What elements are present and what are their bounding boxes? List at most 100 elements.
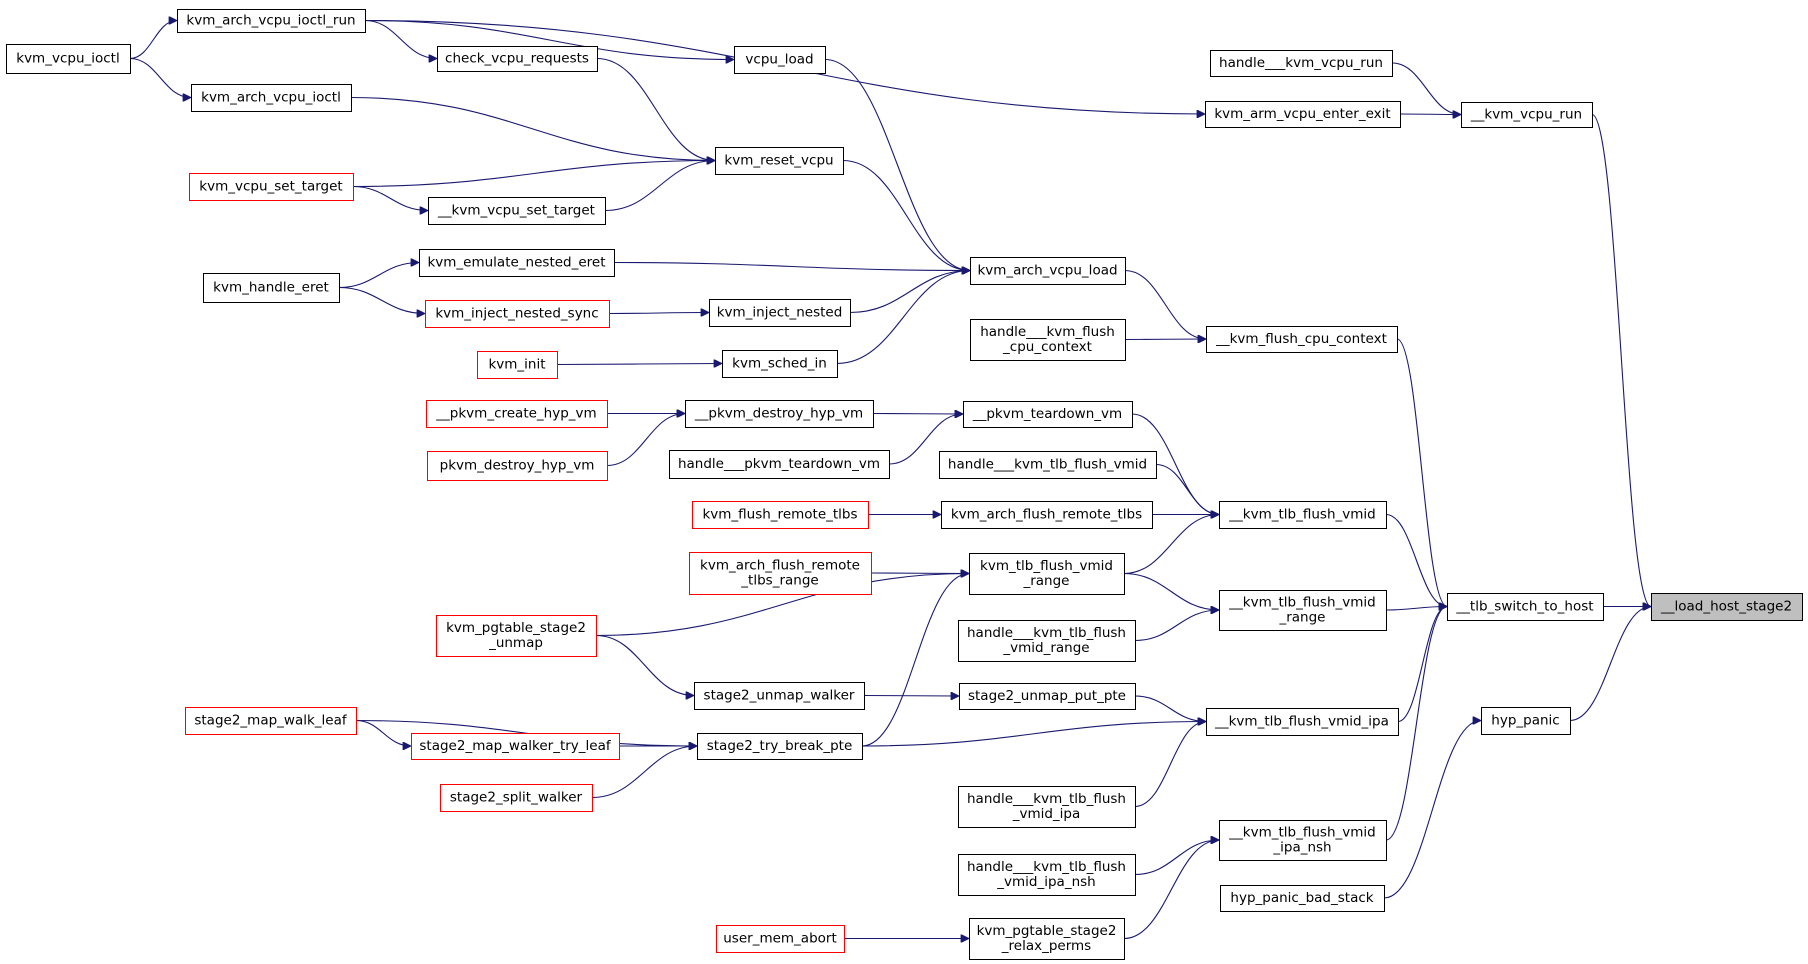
node-label: _tlbs_range (740, 573, 818, 589)
node-label: check_vcpu_requests (445, 51, 589, 67)
node-handle-kvm-tlb-flush-vmid-range[interactable]: handle___kvm_tlb_flush_vmid_range (958, 620, 1136, 662)
node-label: _range (1278, 610, 1325, 626)
node-kvm-tlb-flush-vmid-range[interactable]: kvm_tlb_flush_vmid_range (969, 553, 1125, 595)
edge-kvm-sched-in-to-kvm-arch-vcpu-load (836, 271, 970, 365)
node-kvm-vcpu-ioctl[interactable]: kvm_vcpu_ioctl (6, 44, 131, 74)
node-label: kvm_inject_nested_sync (435, 306, 598, 322)
node-box (436, 615, 597, 657)
node-kvm-vcpu-run[interactable]: __kvm_vcpu_run (1461, 102, 1593, 128)
node-hyp-panic-bad-stack[interactable]: hyp_panic_bad_stack (1220, 885, 1385, 912)
node-stage2-unmap-put-pte[interactable]: stage2_unmap_put_pte (959, 683, 1136, 710)
node-kvm-tlb-flush-vmid-ipa-nsh[interactable]: __kvm_tlb_flush_vmid_ipa_nsh (1219, 820, 1387, 861)
edges-layer (129, 21, 1651, 939)
node-label: hyp_panic_bad_stack (1230, 890, 1373, 906)
node-kvm-emulate-nested-eret[interactable]: kvm_emulate_nested_eret (419, 249, 615, 277)
node-kvm-vcpu-set-target[interactable]: kvm_vcpu_set_target (189, 173, 354, 201)
edge-stage2-unmap-walker-to-stage2-unmap-put-pte (863, 696, 959, 697)
edge-kvm-emulate-nested-eret-to-kvm-arch-vcpu-load (613, 261, 970, 271)
node-check-vcpu-requests[interactable]: check_vcpu_requests (437, 46, 598, 72)
node-kvm-reset-vcpu[interactable]: kvm_reset_vcpu (715, 147, 844, 175)
node-kvm-arch-vcpu-ioctl[interactable]: kvm_arch_vcpu_ioctl (191, 84, 352, 112)
node-load-host-stage2[interactable]: __load_host_stage2 (1651, 593, 1803, 621)
node-tlb-switch-to-host[interactable]: __tlb_switch_to_host (1447, 593, 1604, 621)
node-kvm-flush-remote-tlbs[interactable]: kvm_flush_remote_tlbs (692, 501, 869, 529)
node-box (689, 552, 872, 595)
node-kvm-inject-nested[interactable]: kvm_inject_nested (709, 299, 851, 327)
node-pkvm-create-hyp-vm[interactable]: __pkvm_create_hyp_vm (426, 400, 608, 428)
node-box (203, 273, 340, 303)
node-label: stage2_map_walker_try_leaf (419, 738, 611, 754)
node-pkvm-destroy-hyp-vm[interactable]: pkvm_destroy_hyp_vm (427, 451, 608, 481)
edge-hyp-panic-bad-stack-to-hyp-panic (1383, 721, 1481, 899)
node-label: kvm_arch_vcpu_load (977, 263, 1117, 279)
node-label: stage2_unmap_walker (704, 688, 855, 704)
edge-kvm-vcpu-set-target-to-kvm-reset-vcpu (352, 161, 715, 188)
edge-kvm-tlb-flush-vmid-range-to-tlb-switch-to-host (1385, 607, 1447, 611)
node-box (958, 854, 1136, 896)
node-kvm-arch-vcpu-ioctl-run[interactable]: kvm_arch_vcpu_ioctl_run (177, 9, 366, 33)
node-handle-pkvm-teardown-vm[interactable]: handle___pkvm_teardown_vm (669, 450, 890, 479)
node-box (959, 683, 1136, 710)
node-pkvm-destroy-hyp-vm[interactable]: __pkvm_destroy_hyp_vm (685, 400, 874, 428)
node-handle-kvm-tlb-flush-vmid-ipa[interactable]: handle___kvm_tlb_flush_vmid_ipa (958, 786, 1136, 828)
node-handle-kvm-tlb-flush-vmid-ipa-nsh[interactable]: handle___kvm_tlb_flush_vmid_ipa_nsh (958, 854, 1136, 896)
node-box (437, 46, 598, 72)
node-kvm-pgtable-stage2-unmap[interactable]: kvm_pgtable_stage2_unmap (436, 615, 597, 657)
node-label: vcpu_load (745, 52, 813, 68)
node-label: kvm_handle_eret (213, 280, 329, 296)
node-box (716, 925, 845, 953)
node-kvm-vcpu-set-target[interactable]: __kvm_vcpu_set_target (428, 197, 606, 225)
node-box (189, 173, 354, 201)
node-label: kvm_arch_vcpu_ioctl_run (186, 13, 355, 29)
node-box (694, 682, 865, 710)
node-kvm-tlb-flush-vmid-ipa[interactable]: __kvm_tlb_flush_vmid_ipa (1206, 708, 1399, 736)
node-user-mem-abort[interactable]: user_mem_abort (716, 925, 845, 953)
node-label: __tlb_switch_to_host (1455, 599, 1593, 615)
node-kvm-pgtable-stage2-relax-perms[interactable]: kvm_pgtable_stage2_relax_perms (969, 918, 1125, 960)
node-stage2-map-walk-leaf[interactable]: stage2_map_walk_leaf (185, 707, 357, 735)
node-handle-kvm-vcpu-run[interactable]: handle___kvm_vcpu_run (1210, 50, 1393, 77)
node-box (692, 501, 869, 529)
edge-kvm-vcpu-set-target-to-kvm-vcpu-set-target (352, 185, 428, 211)
node-box (1651, 593, 1803, 621)
node-box (970, 319, 1126, 361)
node-pkvm-teardown-vm[interactable]: __pkvm_teardown_vm (963, 401, 1133, 428)
node-handle-kvm-flush-cpu-context[interactable]: handle___kvm_flush_cpu_context (970, 319, 1126, 361)
node-kvm-tlb-flush-vmid[interactable]: __kvm_tlb_flush_vmid (1219, 501, 1387, 529)
node-vcpu-load[interactable]: vcpu_load (734, 46, 826, 74)
edge-kvm-flush-cpu-context-to-tlb-switch-to-host (1396, 338, 1447, 607)
node-label: _relax_perms (1001, 938, 1091, 954)
node-stage2-split-walker[interactable]: stage2_split_walker (440, 784, 593, 812)
node-box (185, 707, 357, 735)
nodes-layer: kvm_vcpu_ioctl kvm_arch_vcpu_ioctl_runkvm… (6, 9, 1803, 960)
node-stage2-unmap-walker[interactable]: stage2_unmap_walker (694, 682, 865, 710)
edge-kvm-tlb-flush-vmid-ipa-to-tlb-switch-to-host (1397, 607, 1447, 723)
node-box (970, 257, 1126, 285)
node-stage2-map-walker-try-leaf[interactable]: stage2_map_walker_try_leaf (411, 733, 620, 760)
node-box (969, 553, 1125, 595)
node-kvm-inject-nested-sync[interactable]: kvm_inject_nested_sync (425, 300, 610, 328)
edge-pkvm-destroy-hyp-vm-to-pkvm-destroy-hyp-vm (606, 414, 685, 467)
node-kvm-arch-flush-remote-tlbs-range[interactable]: kvm_arch_flush_remote_tlbs_range (689, 552, 872, 595)
node-kvm-flush-cpu-context[interactable]: __kvm_flush_cpu_context (1206, 326, 1398, 353)
node-kvm-handle-eret[interactable]: kvm_handle_eret (203, 273, 340, 303)
node-hyp-panic[interactable]: hyp_panic (1481, 707, 1571, 735)
node-kvm-arch-vcpu-load[interactable]: kvm_arch_vcpu_load (970, 257, 1126, 285)
node-label: handle___kvm_tlb_flush_vmid (948, 457, 1147, 473)
node-handle-kvm-tlb-flush-vmid[interactable]: handle___kvm_tlb_flush_vmid (939, 451, 1157, 479)
node-box (1205, 101, 1401, 128)
node-kvm-tlb-flush-vmid-range[interactable]: __kvm_tlb_flush_vmid_range (1219, 590, 1387, 631)
edge-kvm-inject-nested-to-kvm-arch-vcpu-load (849, 271, 970, 314)
node-label: handle___kvm_flush (980, 324, 1115, 340)
node-label: kvm_pgtable_stage2 (977, 923, 1117, 939)
node-stage2-try-break-pte[interactable]: stage2_try_break_pte (697, 733, 863, 760)
node-kvm-arm-vcpu-enter-exit[interactable]: kvm_arm_vcpu_enter_exit (1205, 101, 1401, 128)
node-box (963, 401, 1133, 428)
node-kvm-sched-in[interactable]: kvm_sched_in (722, 350, 838, 378)
node-kvm-arch-flush-remote-tlbs[interactable]: kvm_arch_flush_remote_tlbs (941, 501, 1153, 529)
node-kvm-init[interactable]: kvm_init (477, 351, 558, 379)
edge-kvm-vcpu-set-target-to-kvm-reset-vcpu (604, 161, 715, 212)
node-label: handle___kvm_vcpu_run (1219, 55, 1383, 71)
edge-kvm-inject-nested-sync-to-kvm-inject-nested (608, 313, 709, 314)
